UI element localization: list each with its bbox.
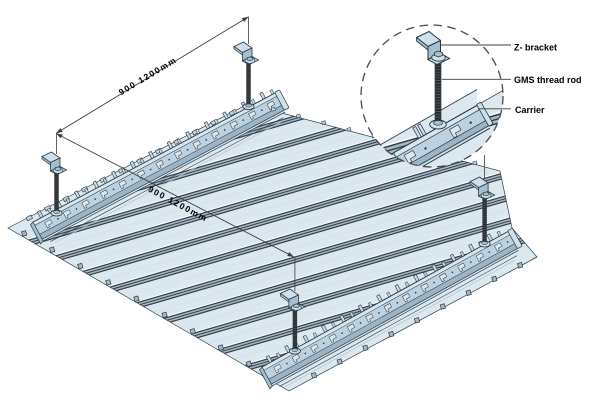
svg-text:GMS thread rod: GMS thread rod (514, 75, 582, 85)
svg-text:Z- bracket: Z- bracket (514, 43, 557, 53)
svg-text:Carrier: Carrier (515, 105, 545, 115)
